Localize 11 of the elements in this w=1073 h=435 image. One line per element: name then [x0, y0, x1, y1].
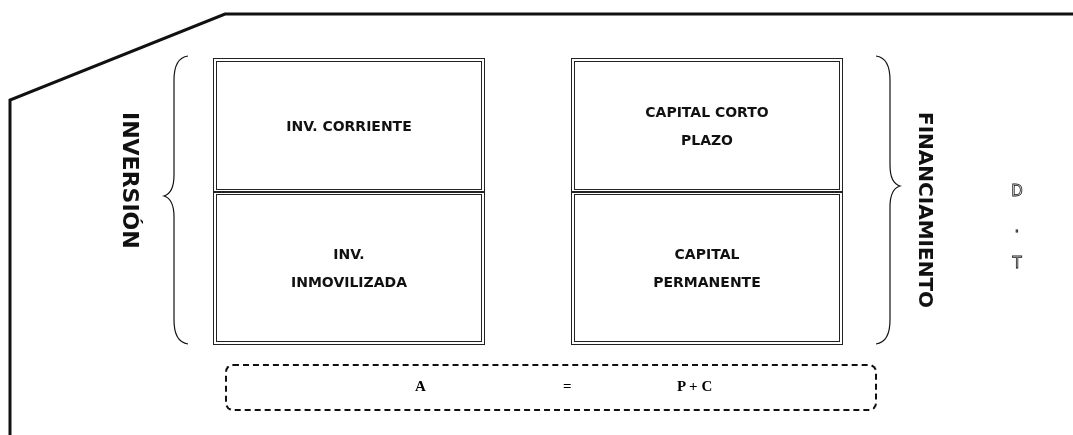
cell-text: CAPITAL CORTO PLAZO [644, 102, 770, 150]
cell-text: CAPITAL PERMANENTE [652, 245, 762, 292]
cell-text: INV. INMOVILIZADA [290, 245, 408, 292]
margin-note: D . T [1008, 182, 1026, 272]
equation-term: = [563, 378, 572, 395]
equation-term: P + C [677, 378, 713, 395]
cell-text: INV. CORRIENTE [286, 116, 412, 136]
side-heading: FINANCIAMIENTO [914, 112, 938, 309]
equation-term: A [415, 378, 426, 395]
side-heading: INVERSIÓN [118, 112, 143, 249]
equation-box [225, 364, 877, 411]
